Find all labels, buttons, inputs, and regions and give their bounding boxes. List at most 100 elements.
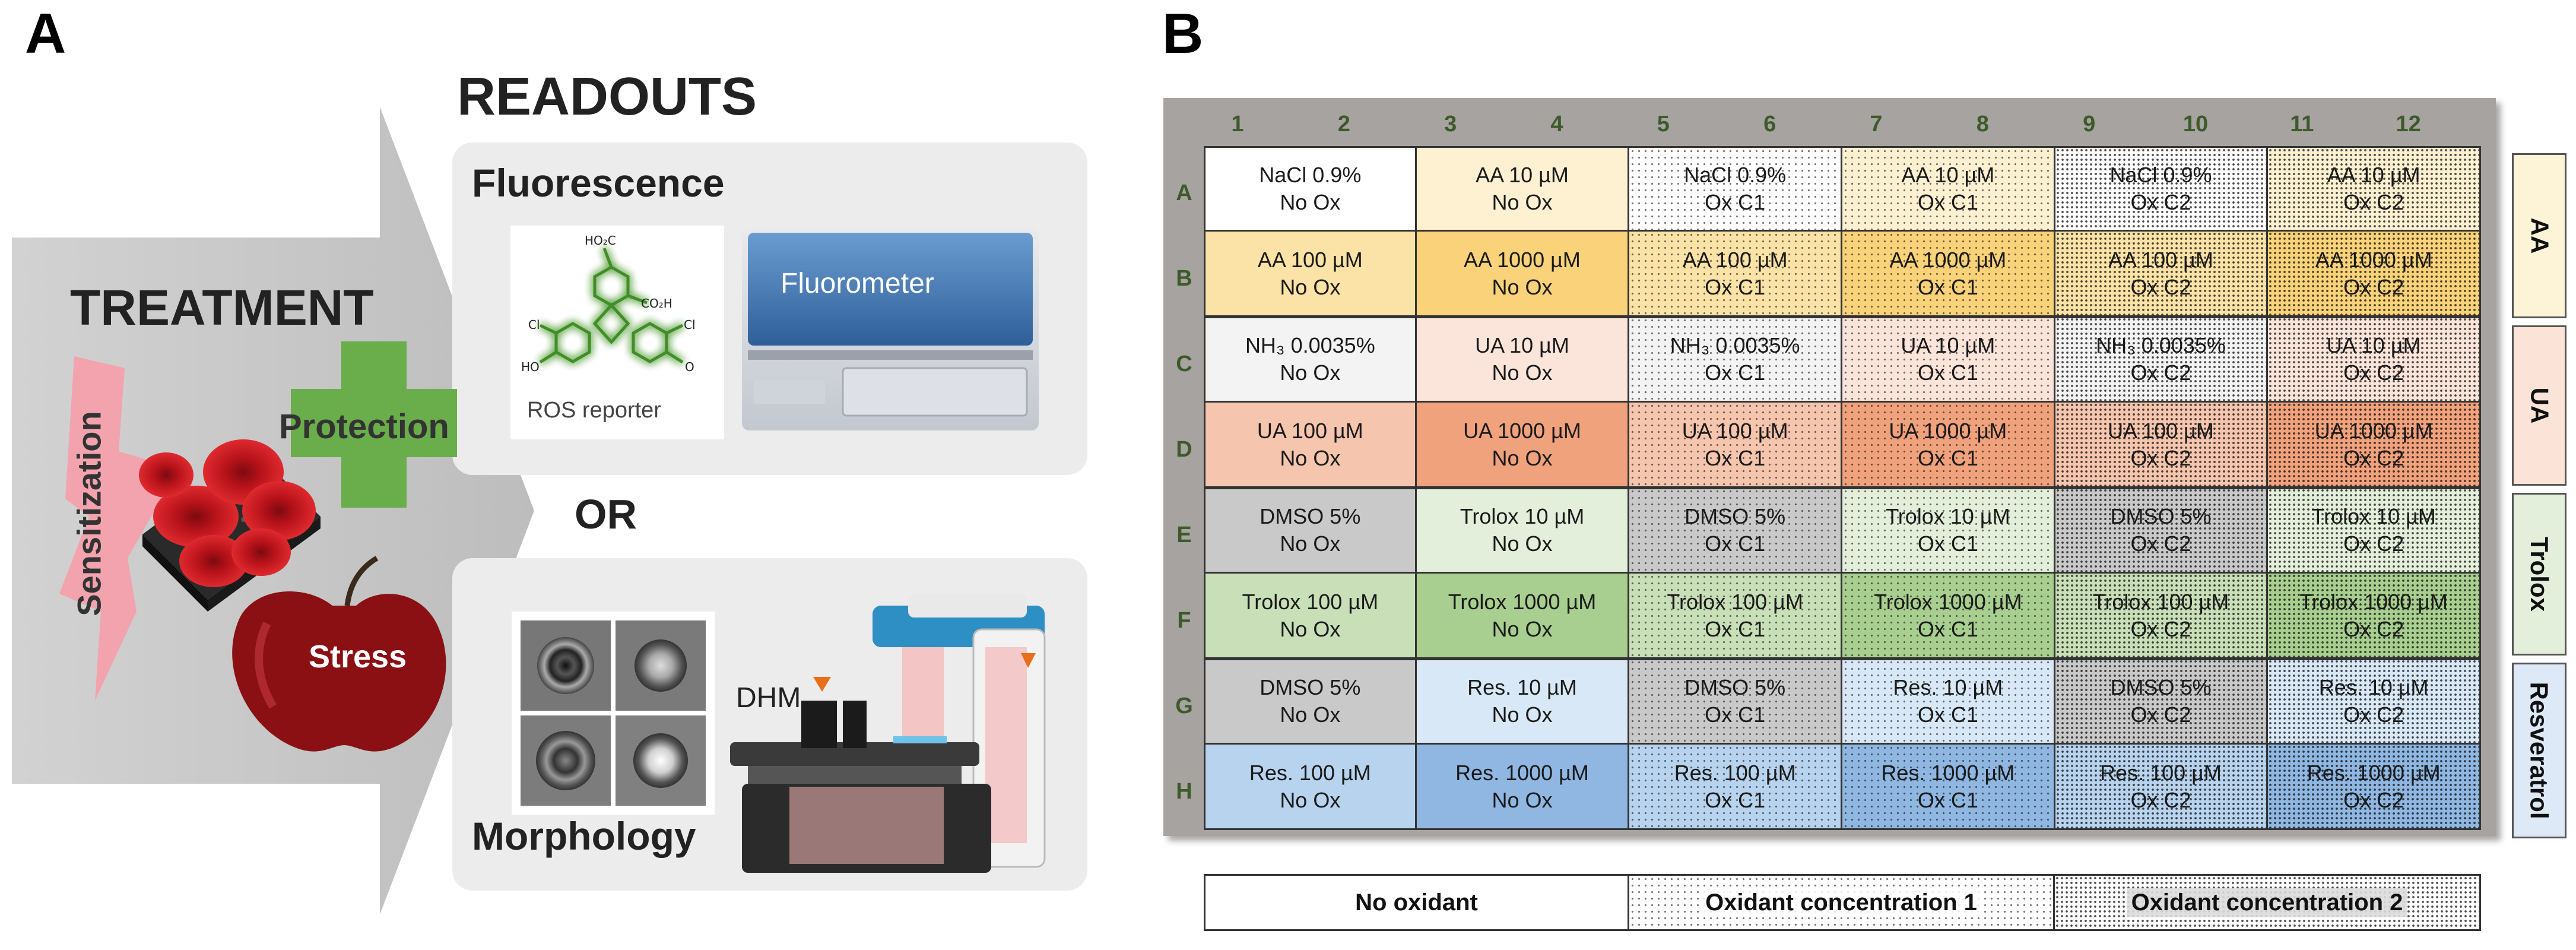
row-letter: A [1176,180,1192,205]
well-line-1: Res. 10 µM [1467,674,1577,699]
well-line-1: DMSO 5% [1684,674,1786,699]
well-line-1: UA 10 µM [1901,332,1996,357]
fluorometer-label: Fluorometer [781,268,934,299]
well-line-2: No Ox [1280,274,1341,299]
panel-a-label: A [25,2,66,65]
column-number: 8 [1976,112,1989,137]
panel-b-label: B [1162,2,1204,65]
hydroxyl-label: HO [521,360,540,374]
plate-well-group-C-4: UA 10 µM Ox C1 [1842,317,2055,403]
row-letter: E [1176,522,1192,547]
well-line-1: Trolox 1000 µM [1874,589,2022,614]
plate-well-group-G-2: Res. 10 µM No Ox [1416,659,1630,745]
readouts-title: READOUTS [457,67,757,126]
carboxy-mid-label: CO₂H [641,296,672,311]
well-line-2: Ox C1 [1705,190,1766,214]
well-line-1: UA 10 µM [2326,332,2421,357]
well-line-2: No Ox [1492,445,1553,470]
well-line-2: Ox C1 [1705,702,1766,727]
well-line-1: AA 10 µM [2327,163,2420,187]
morphology-title: Morphology [472,814,696,858]
well-line-1: DMSO 5% [2110,504,2212,528]
well-line-1: AA 100 µM [1257,247,1363,272]
dhm-microscope-icon [730,594,1046,873]
well-line-1: UA 100 µM [1682,418,1788,443]
well-line-2: Ox C2 [2130,360,2191,385]
well-line-2: Ox C1 [1917,274,1978,299]
well-line-1: Res. 100 µM [2100,760,2222,785]
well-line-2: Ox C1 [1917,702,1978,727]
well-line-2: No Ox [1280,190,1341,214]
well-line-1: Trolox 100 µM [1667,589,1803,614]
column-number: 5 [1657,112,1670,137]
column-number: 12 [2396,112,2421,137]
well-line-2: Ox C2 [2130,702,2191,727]
well-line-2: Ox C2 [2343,787,2404,812]
sensitization-label: Sensitization [70,411,108,616]
side-label-aa: AA [2512,153,2567,318]
well-line-1: Res. 10 µM [1893,674,2003,699]
legend-oxidant-2: Oxidant concentration 2 [2055,876,2479,929]
well-line-2: No Ox [1280,787,1341,812]
well-line-1: AA 10 µM [1476,163,1569,187]
fluorometer-icon [742,229,1039,430]
band-separator [1204,657,2481,660]
well-line-2: Ox C2 [2343,702,2404,727]
well-line-1: DMSO 5% [1260,674,1361,699]
chlorine-right-label: Cl [684,318,696,332]
well-line-1: Res. 1000 µM [1881,760,2015,785]
well-line-1: Res. 10 µM [2318,674,2429,699]
well-line-1: Res. 100 µM [1674,760,1796,785]
ros-reporter-molecule-icon [539,248,684,364]
well-line-1: NH₃ 0.0035% [1245,332,1375,357]
well-line-1: UA 100 µM [1257,418,1363,443]
plate-well-group-A-3: NaCl 0.9%Ox C1 [1629,146,1842,232]
well-line-2: No Ox [1492,274,1553,299]
column-number: 1 [1231,112,1244,137]
well-line-2: No Ox [1492,360,1553,385]
legend-no-oxidant: No oxidant [1205,876,1629,929]
plate-well-group-E-1: DMSO 5%No Ox [1204,488,1417,574]
plate-well-group-G-4: Res. 10 µM Ox C1 [1842,659,2055,745]
well-line-2: No Ox [1492,531,1553,556]
plate-well-group-G-6: Res. 10 µM Ox C2 [2268,659,2481,745]
well-line-2: Ox C2 [2343,616,2404,641]
well-line-2: No Ox [1280,445,1341,470]
row-letter: C [1176,352,1192,376]
column-number: 7 [1870,112,1883,137]
plate-well-group-G-1: DMSO 5%No Ox [1204,659,1417,745]
plate-well-group-A-1: NaCl 0.9%No Ox [1204,146,1417,232]
well-line-2: Ox C1 [1917,616,1978,641]
well-line-2: No Ox [1280,616,1341,641]
well-line-2: Ox C1 [1917,190,1978,214]
stress-label: Stress [309,639,407,674]
row-letter: H [1176,779,1192,804]
well-line-2: Ox C1 [1917,360,1978,385]
well-line-2: No Ox [1492,702,1553,727]
legend-oxidant-1: Oxidant concentration 1 [1629,876,2055,929]
plate-well-group-E-5: DMSO 5%Ox C2 [2055,488,2269,574]
well-line-1: AA 100 µM [1682,247,1788,272]
well-line-2: Ox C2 [2130,190,2191,214]
well-line-2: Ox C2 [2130,787,2191,812]
well-line-1: UA 100 µM [2108,418,2214,443]
panel-a-graphics: HO₂C CO₂H Cl Cl HO O [12,107,1087,914]
well-line-1: Trolox 100 µM [1242,589,1379,614]
well-line-2: Ox C2 [2130,445,2191,470]
carboxy-top-label: HO₂C [585,233,616,248]
well-line-1: DMSO 5% [1684,504,1786,528]
